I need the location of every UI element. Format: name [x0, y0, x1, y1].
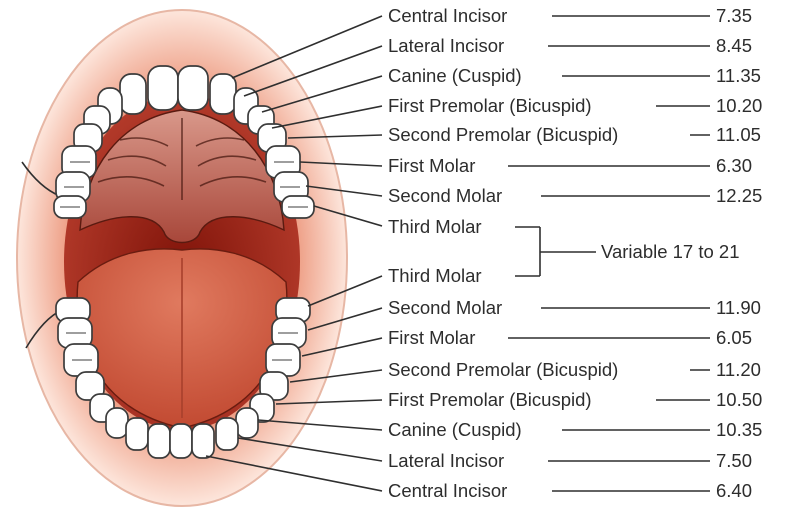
label-lower-first-molar: First Molar — [388, 327, 475, 348]
label-lower-third-molar: Third Molar — [388, 265, 482, 286]
upper-values: 7.35 8.45 11.35 10.20 11.05 6.30 12.25 — [716, 5, 762, 206]
value-upper-lateral-incisor: 8.45 — [716, 35, 752, 56]
value-upper-first-molar: 6.30 — [716, 155, 752, 176]
value-lower-lateral-incisor: 7.50 — [716, 450, 752, 471]
value-upper-second-premolar: 11.05 — [716, 124, 761, 145]
third-molar-bracket — [515, 227, 596, 276]
value-upper-first-premolar: 10.20 — [716, 95, 762, 116]
label-lower-first-premolar: First Premolar (Bicuspid) — [388, 389, 592, 410]
lower-values: 11.90 6.05 11.20 10.50 10.35 7.50 6.40 — [716, 297, 762, 501]
label-upper-lateral-incisor: Lateral Incisor — [388, 35, 504, 56]
label-lower-central-incisor: Central Incisor — [388, 480, 507, 501]
value-upper-second-molar: 12.25 — [716, 185, 762, 206]
label-lower-second-molar: Second Molar — [388, 297, 502, 318]
label-lower-second-premolar: Second Premolar (Bicuspid) — [388, 359, 618, 380]
value-lower-first-premolar: 10.50 — [716, 389, 762, 410]
lower-labels: Third Molar Second Molar First Molar Sec… — [388, 265, 618, 501]
value-upper-canine: 11.35 — [716, 65, 761, 86]
label-upper-canine: Canine (Cuspid) — [388, 65, 522, 86]
label-upper-first-molar: First Molar — [388, 155, 475, 176]
value-lower-second-premolar: 11.20 — [716, 359, 761, 380]
label-upper-second-premolar: Second Premolar (Bicuspid) — [388, 124, 618, 145]
label-lower-canine: Canine (Cuspid) — [388, 419, 522, 440]
label-upper-second-molar: Second Molar — [388, 185, 502, 206]
value-lower-canine: 10.35 — [716, 419, 762, 440]
value-lower-second-molar: 11.90 — [716, 297, 761, 318]
label-lower-lateral-incisor: Lateral Incisor — [388, 450, 504, 471]
label-upper-third-molar: Third Molar — [388, 216, 482, 237]
third-molar-value: Variable 17 to 21 — [601, 241, 740, 262]
label-upper-first-premolar: First Premolar (Bicuspid) — [388, 95, 592, 116]
upper-labels: Central Incisor Lateral Incisor Canine (… — [388, 5, 618, 237]
value-upper-central-incisor: 7.35 — [716, 5, 752, 26]
value-lower-central-incisor: 6.40 — [716, 480, 752, 501]
label-upper-central-incisor: Central Incisor — [388, 5, 507, 26]
value-lower-first-molar: 6.05 — [716, 327, 752, 348]
